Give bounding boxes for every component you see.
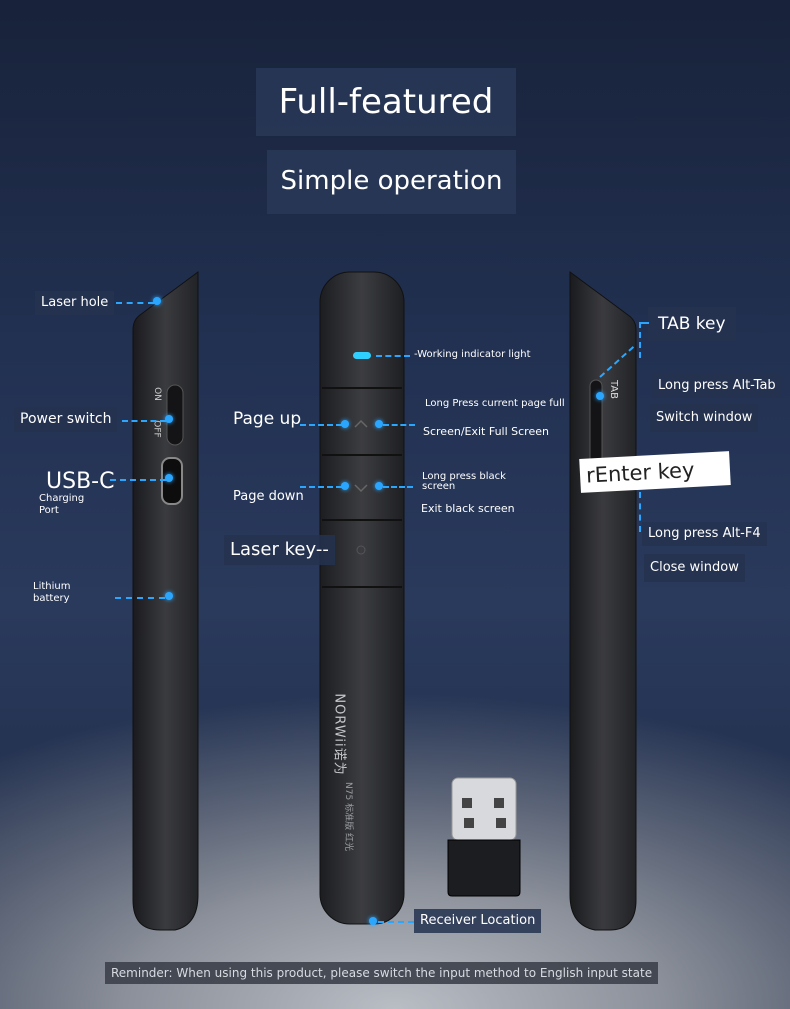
line-tab-vertical (639, 322, 641, 358)
label-exit-black: Exit black screen (421, 502, 515, 515)
label-receiver-location: Receiver Location (414, 909, 542, 933)
brand-text: NORWii诺为 (331, 693, 347, 776)
side-off-text: OFF (151, 420, 162, 438)
line-tab-horizontal (639, 322, 649, 324)
dot-page-up-left (341, 420, 349, 428)
line-power-switch (122, 420, 166, 422)
line-page-down-right (383, 486, 413, 488)
side-on-text: ON (151, 387, 162, 401)
line-usb-c (110, 479, 166, 481)
dot-page-down-left (341, 482, 349, 490)
label-page-up: Page up (233, 409, 302, 429)
label-lithium-battery: Lithium battery (33, 581, 71, 604)
line-page-down-left (300, 486, 342, 488)
label-long-press-alt-f4: Long press Alt-F4 (642, 522, 767, 546)
dot-power-switch (165, 415, 173, 423)
model-text: N75 标准版 红光 (342, 782, 353, 851)
label-power-switch: Power switch (14, 407, 118, 432)
line-enter-vertical (639, 492, 641, 532)
line-page-up-right (383, 424, 415, 426)
headline: Full-featured (278, 82, 494, 122)
headline-box: Full-featured (256, 68, 516, 136)
label-page-down: Page down (233, 489, 304, 504)
dot-receiver (369, 917, 377, 925)
line-laser-hole (116, 302, 154, 304)
line-working-light (376, 355, 410, 357)
subheadline: Simple operation (280, 166, 503, 196)
line-page-up-left (300, 424, 342, 426)
dot-tab (596, 392, 604, 400)
label-usb-c: USB-C (46, 469, 115, 494)
label-working-light: -Working indicator light (414, 349, 531, 360)
dot-usb-c (165, 474, 173, 482)
reminder-text: Reminder: When using this product, pleas… (105, 962, 659, 985)
line-lithium-battery (115, 597, 165, 599)
side-tab-text: TAB (608, 379, 620, 400)
label-close-window: Close window (644, 554, 745, 582)
label-long-press-full: Long Press current page full (425, 398, 565, 409)
label-tab-key: TAB key (648, 307, 736, 341)
label-long-press-alt-tab: Long press Alt-Tab (652, 374, 782, 398)
dot-page-up-right (375, 420, 383, 428)
dot-page-down-right (375, 482, 383, 490)
label-long-press-black: Long press black screen (422, 471, 506, 492)
label-laser-hole: Laser hole (35, 291, 115, 315)
label-switch-window: Switch window (650, 404, 759, 432)
label-screen-exit-full: Screen/Exit Full Screen (423, 425, 549, 438)
label-charging-port: Charging Port (39, 493, 85, 516)
line-receiver (378, 921, 414, 923)
label-laser-key: Laser key-- (224, 535, 335, 565)
dot-lithium-battery (165, 592, 173, 600)
dot-laser-hole (153, 297, 161, 305)
subheadline-box: Simple operation (267, 150, 516, 214)
